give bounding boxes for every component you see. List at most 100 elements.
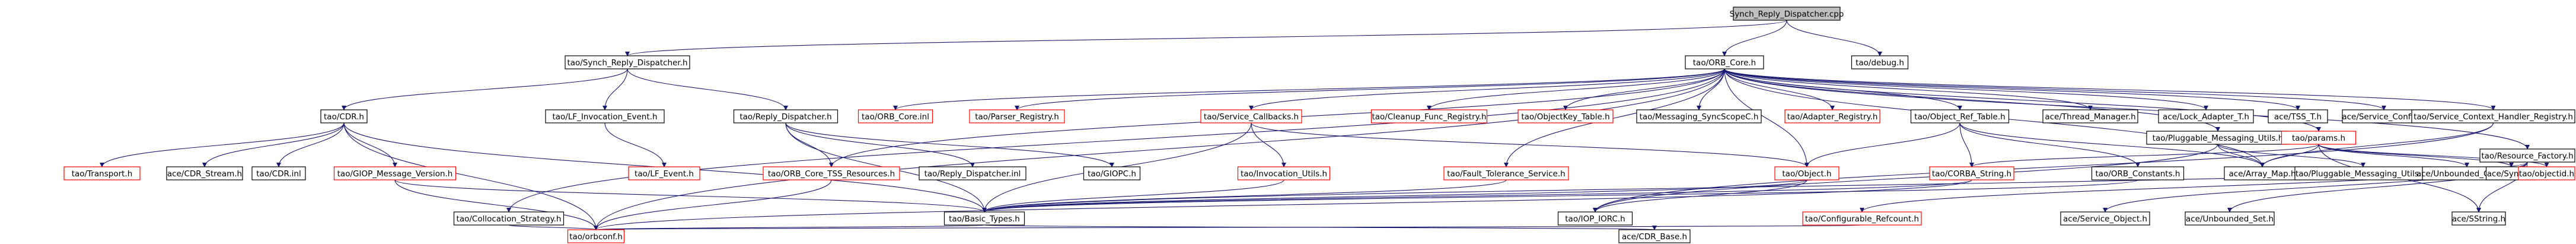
graph-node-unbounded-set[interactable]: ace/Unbounded_Set.h (2185, 211, 2275, 226)
graph-node-conf-ref[interactable]: tao/Configurable_Refcount.h (1802, 211, 1922, 226)
node-label: tao/Cleanup_Func_Registry.h (1372, 112, 1486, 122)
graph-node-cleanup[interactable]: tao/Cleanup_Func_Registry.h (1370, 109, 1488, 123)
node-label: tao/Pluggable_Messaging_Utils.inl (2296, 169, 2431, 179)
graph-node-orb-core[interactable]: tao/ORB_Core.h (1685, 55, 1764, 69)
graph-node-tss-res[interactable]: tao/ORB_Core_TSS_Resources.h (763, 166, 900, 180)
graph-node-pluggable[interactable]: tao/Pluggable_Messaging_Utils.h (2146, 131, 2290, 145)
graph-node-srd-h[interactable]: tao/Synch_Reply_Dispatcher.h (565, 55, 690, 69)
node-box (969, 109, 1065, 123)
graph-node-lock-adapter[interactable]: ace/Lock_Adapter_T.h (2158, 109, 2254, 123)
node-box (320, 109, 368, 123)
edge-tss-res-to-orbconf (594, 179, 832, 230)
graph-node-parser-reg[interactable]: tao/Parser_Registry.h (969, 109, 1065, 123)
node-label: ace/CDR_Base.h (1622, 232, 1687, 242)
edge-params-to-corba-str (1969, 144, 2319, 167)
edge-orb-core-to-svc-config (1724, 68, 2386, 110)
node-box (1685, 55, 1764, 69)
node-label: tao/Transport.h (72, 169, 133, 179)
graph-node-cdr-stream[interactable]: ace/CDR_Stream.h (166, 166, 243, 180)
node-box (628, 166, 700, 180)
graph-node-adapter-reg[interactable]: tao/Adapter_Registry.h (1784, 109, 1880, 123)
edge-corba-str-to-orbconf (594, 179, 1972, 230)
graph-node-array-map[interactable]: ace/Array_Map.h (2224, 166, 2301, 180)
node-label: ace/Thread_Manager.h (2045, 112, 2135, 122)
graph-node-svc-cb[interactable]: tao/Service_Callbacks.h (1200, 109, 1302, 123)
graph-node-objkey[interactable]: tao/ObjectKey_Table.h (1517, 109, 1614, 123)
graph-node-objectid[interactable]: tao/objectid.h (2518, 166, 2575, 180)
graph-node-colloc[interactable]: tao/Collocation_Strategy.h (453, 211, 565, 226)
graph-node-sstring[interactable]: ace/SString.h (2451, 211, 2506, 226)
edge-orb-core-to-orb-core-inl (893, 68, 1725, 110)
graph-node-orb-const[interactable]: tao/ORB_Constants.h (2091, 166, 2185, 180)
graph-node-lf-event[interactable]: tao/LF_Event.h (628, 166, 700, 180)
node-label: tao/Service_Context_Handler_Registry.h (2414, 112, 2573, 122)
graph-node-tss-t[interactable]: ace/TSS_T.h (2268, 109, 2328, 123)
graph-node-transport[interactable]: tao/Transport.h (63, 166, 141, 180)
graph-node-fault[interactable]: tao/Fault_Tolerance_Service.h (1443, 166, 1569, 180)
node-box (545, 109, 665, 123)
edge-obj-ref-tbl-to-orb-const (1959, 122, 2140, 167)
node-box (1774, 166, 1839, 180)
graph-node-orbconf[interactable]: tao/orbconf.h (567, 229, 625, 243)
graph-node-obj-ref-tbl[interactable]: tao/Object_Ref_Table.h (1910, 109, 2010, 123)
edges-layer (100, 20, 2549, 230)
graph-node-iop-iorc[interactable]: tao/IOP_IORC.h (1557, 211, 1633, 226)
node-label: tao/Reply_Dispatcher.h (739, 112, 831, 122)
graph-node-lf-inv[interactable]: tao/LF_Invocation_Event.h (545, 109, 665, 123)
node-box (1083, 166, 1141, 180)
node-label: tao/Configurable_Refcount.h (1805, 214, 1919, 224)
node-box (2158, 109, 2254, 123)
graph-node-basic-types[interactable]: tao/Basic_Types.h (943, 211, 1025, 226)
graph-node-thread-mgr[interactable]: ace/Thread_Manager.h (2042, 109, 2138, 123)
graph-node-cdr-base[interactable]: ace/CDR_Base.h (1618, 229, 1691, 243)
node-label: tao/Service_Callbacks.h (1204, 112, 1299, 122)
edge-orb-core-to-res-factory (1724, 68, 2530, 150)
node-label: tao/IOP_IORC.h (1565, 214, 1625, 224)
edge-srd-h-to-reply-disp (627, 68, 788, 110)
graph-node-res-factory[interactable]: tao/Resource_Factory.h (2479, 148, 2575, 163)
edge-pluggable-to-array-map (2217, 144, 2265, 167)
edge-reply-disp-to-giopc (785, 122, 1114, 167)
edge-cdr-h-to-cdr-stream (202, 122, 345, 167)
node-label: tao/Basic_Types.h (949, 214, 1020, 224)
graph-node-svc-config[interactable]: ace/Service_Config.h (2342, 109, 2426, 123)
edge-svc-ctx-to-array-map (2260, 122, 2494, 167)
node-label: tao/ORB_Core_TSS_Resources.h (768, 169, 895, 179)
node-label: tao/Synch_Reply_Dispatcher.h (567, 58, 687, 68)
graph-node-orb-core-inl[interactable]: tao/ORB_Core.inl (857, 109, 933, 123)
node-box (333, 166, 457, 180)
node-label: tao/Collocation_Strategy.h (457, 214, 562, 224)
node-label: tao/Pluggable_Messaging_Utils.h (2153, 134, 2284, 143)
graph-node-root[interactable]: Synch_Reply_Dispatcher.cpp (1730, 7, 1844, 21)
node-box (1784, 109, 1880, 123)
graph-node-inv-utils[interactable]: tao/Invocation_Utils.h (1237, 166, 1331, 180)
graph-node-msg-sync[interactable]: tao/Messaging_SyncScopeC.h (1636, 109, 1762, 123)
graph-node-corba-str[interactable]: tao/CORBA_String.h (1929, 166, 2014, 180)
node-box (1733, 7, 1841, 21)
graph-node-pluggable-inl[interactable]: tao/Pluggable_Messaging_Utils.inl (2294, 166, 2432, 180)
node-label: tao/params.h (2292, 134, 2345, 143)
graph-node-params[interactable]: tao/params.h (2281, 131, 2357, 145)
edge-orb-core-to-colloc (506, 68, 1725, 213)
graph-node-reply-inl[interactable]: tao/Reply_Dispatcher.inl (919, 166, 1026, 180)
edge-root-to-debug (1786, 20, 1882, 56)
node-label: tao/Object_Ref_Table.h (1914, 112, 2005, 122)
edge-conf-ref-to-orbconf (595, 224, 1863, 230)
graph-node-debug[interactable]: tao/debug.h (1851, 55, 1909, 69)
edge-obj-ref-tbl-to-array-map (1959, 122, 2265, 167)
graph-node-reply-disp[interactable]: tao/Reply_Dispatcher.h (733, 109, 839, 123)
node-label: tao/ORB_Constants.h (2096, 169, 2180, 179)
edge-root-to-srd-h (625, 20, 1787, 56)
graph-node-cdr-h[interactable]: tao/CDR.h (320, 109, 368, 123)
node-box (1929, 166, 2014, 180)
node-box (567, 229, 625, 243)
graph-node-svc-obj[interactable]: ace/Service_Object.h (2060, 211, 2150, 226)
node-box (2411, 109, 2575, 123)
node-label: ace/Service_Config.h (2342, 112, 2425, 122)
node-label: ace/Lock_Adapter_T.h (2163, 112, 2249, 122)
graph-node-giopc[interactable]: tao/GIOPC.h (1083, 166, 1141, 180)
graph-node-giop-msg[interactable]: tao/GIOP_Message_Version.h (333, 166, 457, 180)
graph-node-svc-ctx[interactable]: tao/Service_Context_Handler_Registry.h (2411, 109, 2575, 123)
graph-node-object-h[interactable]: tao/Object.h (1774, 166, 1839, 180)
graph-node-cdr-inl[interactable]: tao/CDR.inl (251, 166, 306, 180)
